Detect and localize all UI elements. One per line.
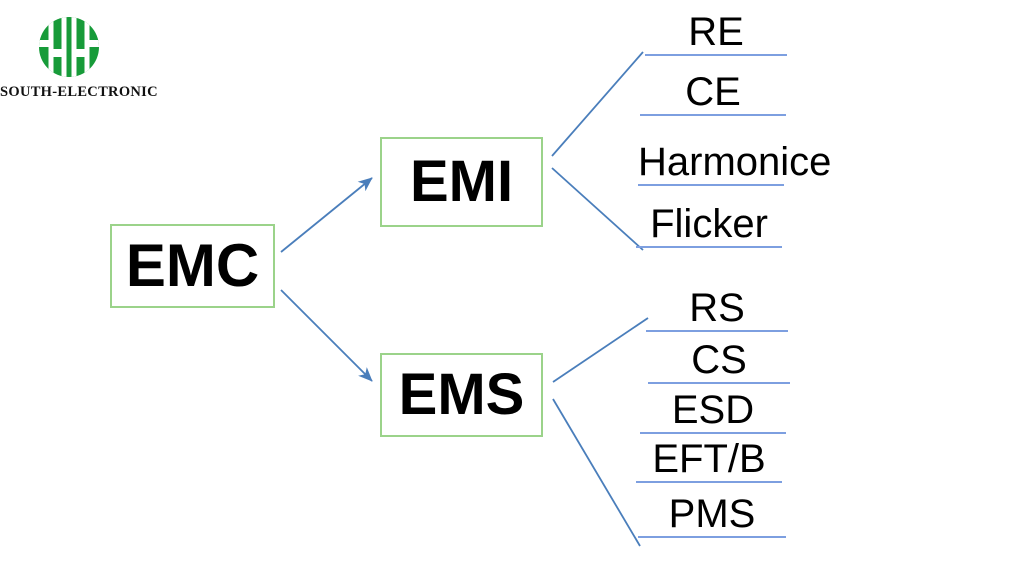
node-emc[interactable]: EMC [110,224,275,308]
leaf-eftb[interactable]: EFT/B [636,439,782,483]
leaf-harmonice[interactable]: Harmonice [638,140,832,186]
node-ems[interactable]: EMS [380,353,543,437]
south-electronic-logo-icon [36,16,102,78]
leaf-re[interactable]: RE [645,12,787,56]
link-ems-bottom [552,398,641,547]
link-ems-top [552,317,649,383]
brand-logo: SOUTH-ELECTRONIC [0,8,158,103]
leaf-ce[interactable]: CE [640,72,786,116]
leaf-rs[interactable]: RS [646,288,788,332]
leaf-esd[interactable]: ESD [640,390,786,434]
link-emi-bottom [551,167,644,251]
node-emi[interactable]: EMI [380,137,543,227]
link-emi-top [551,51,644,157]
link-emc-ems [280,289,373,382]
leaf-flicker[interactable]: Flicker [636,204,782,248]
brand-name: SOUTH-ELECTRONIC [0,84,158,100]
leaf-cs[interactable]: CS [648,340,790,384]
link-emc-emi [280,177,373,253]
leaf-pms[interactable]: PMS [638,494,786,538]
